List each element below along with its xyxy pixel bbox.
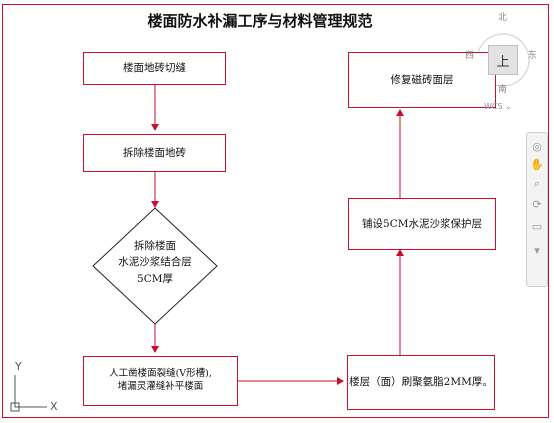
viewcube[interactable]: 北 西 东 南 上 bbox=[462, 10, 537, 96]
viewcube-west[interactable]: 西 bbox=[465, 51, 475, 61]
pan-hand-icon[interactable]: ✋ bbox=[530, 157, 544, 171]
step-chisel-cracks-line2: 堵漏灵灌缝补平楼面 bbox=[117, 381, 204, 392]
step-chisel-cracks: 人工凿楼面裂缝(V形槽), 堵漏灵灌缝补平楼面 bbox=[83, 356, 238, 406]
step-mortar-protection-label: 铺设5CM水泥沙浆保护层 bbox=[362, 217, 482, 230]
step-restore-tiles-label: 修复磁砖面层 bbox=[390, 73, 454, 86]
steering-wheel-icon[interactable]: ◎ bbox=[532, 139, 542, 153]
step-polyurethane-coat: 楼层（面）刷聚氨脂2MM厚。 bbox=[347, 355, 495, 410]
step-remove-mortar-line3: 5CM厚 bbox=[137, 272, 173, 285]
step-remove-mortar-line2: 水泥沙浆结合层 bbox=[118, 256, 192, 269]
viewcube-south[interactable]: 南 bbox=[498, 85, 508, 95]
navigation-bar: ◎ ✋ ⌕ ⟳ ▭ ▾ bbox=[526, 132, 548, 287]
step-remove-tiles: 拆除楼面地砖 bbox=[83, 134, 226, 172]
ucs-y-label: Y bbox=[15, 360, 22, 373]
viewcube-east[interactable]: 东 bbox=[528, 51, 538, 61]
step-remove-mortar-line1: 拆除楼面 bbox=[134, 240, 176, 252]
step-remove-mortar: 拆除楼面 水泥沙浆结合层 5CM厚 bbox=[103, 238, 207, 287]
ucs-icon bbox=[14, 375, 47, 408]
step-tile-cutting: 楼面地砖切缝 bbox=[83, 52, 226, 85]
step-chisel-cracks-line1: 人工凿楼面裂缝(V形槽), bbox=[109, 368, 212, 380]
navbar-menu-icon[interactable]: ▾ bbox=[534, 243, 540, 257]
drawing-title: 楼面防水补漏工序与材料管理规范 bbox=[147, 12, 373, 30]
viewcube-top-face[interactable]: 上 bbox=[488, 45, 518, 75]
step-tile-cutting-label: 楼面地砖切缝 bbox=[123, 62, 186, 75]
step-polyurethane-coat-label: 楼层（面）刷聚氨脂2MM厚。 bbox=[349, 376, 493, 389]
showmotion-icon[interactable]: ▭ bbox=[531, 219, 543, 233]
step-mortar-protection: 铺设5CM水泥沙浆保护层 bbox=[348, 198, 496, 250]
decision-diamond bbox=[92, 207, 218, 325]
ucs-x-label: X bbox=[50, 400, 58, 413]
wcs-menu[interactable]: WCS ⌄ bbox=[484, 102, 512, 111]
zoom-icon[interactable]: ⌕ bbox=[533, 177, 541, 190]
step-restore-tiles: 修复磁砖面层 bbox=[348, 52, 496, 108]
drawing-frame bbox=[2, 4, 549, 418]
orbit-icon[interactable]: ⟳ bbox=[532, 197, 542, 211]
viewcube-north[interactable]: 北 bbox=[498, 13, 508, 23]
step-remove-tiles-label: 拆除楼面地砖 bbox=[123, 146, 186, 159]
